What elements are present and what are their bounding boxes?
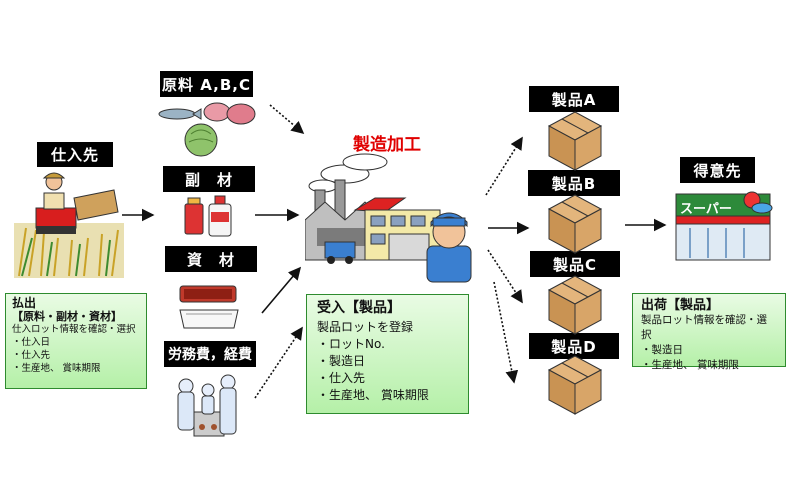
payout-subtitle: 【原料・副材・資材】 bbox=[12, 310, 122, 323]
raw-ingredients-illustration bbox=[158, 102, 256, 157]
farmer-harvest-illustration bbox=[14, 172, 124, 278]
product-d-label: 製品D bbox=[529, 333, 619, 359]
factory-illustration bbox=[305, 153, 472, 283]
arrow-factory-to-D bbox=[493, 281, 519, 384]
receive-info-box: 受入【製品】 製品ロットを登録 ・ロットNo. ・製造日 ・仕入先 ・生産地、 … bbox=[306, 294, 469, 414]
payout-item: ・仕入日 bbox=[12, 337, 51, 348]
raw-material-label: 原料 A,B,C bbox=[160, 71, 253, 97]
receive-item: ・製造日 bbox=[317, 354, 366, 368]
payout-info-box: 払出 【原料・副材・資材】 仕入ロット情報を確認・選択 ・仕入日 ・仕入先 ・生… bbox=[5, 293, 147, 389]
arrow-raw-to-factory bbox=[269, 104, 305, 135]
ship-title: 出荷【製品】 bbox=[641, 298, 720, 313]
product-b-label: 製品B bbox=[528, 170, 620, 196]
supplier-label: 仕入先 bbox=[37, 142, 113, 167]
receive-item: ・仕入先 bbox=[317, 371, 366, 385]
receive-item: ・ロットNo. bbox=[317, 337, 385, 351]
packaging-material-label: 資 材 bbox=[165, 246, 257, 272]
ship-info-box: 出荷【製品】 製品ロット情報を確認・選択 ・製造日 ・生産地、 賞味期限 bbox=[632, 293, 786, 371]
box-icon-d bbox=[548, 355, 602, 415]
arrow-factory-to-A bbox=[485, 136, 523, 196]
receive-title: 受入【製品】 bbox=[317, 300, 401, 316]
ship-item: ・製造日 bbox=[641, 344, 683, 356]
box-icon-c bbox=[548, 275, 602, 335]
supermarket-illustration bbox=[675, 191, 773, 261]
box-icon-a bbox=[548, 111, 602, 171]
arrow-mat-to-factory bbox=[261, 266, 302, 314]
ship-desc: 製品ロット情報を確認・選択 bbox=[641, 314, 767, 341]
product-c-label: 製品C bbox=[530, 251, 620, 277]
box-icon-b bbox=[548, 194, 602, 254]
receive-desc: 製品ロットを登録 bbox=[317, 320, 414, 334]
payout-item: ・生産地、 賞味期限 bbox=[12, 363, 101, 374]
ship-item: ・生産地、 賞味期限 bbox=[641, 359, 739, 371]
payout-title: 払出 bbox=[12, 296, 37, 310]
condiment-bottles-illustration bbox=[184, 195, 232, 237]
labor-cost-label: 労務費，経費 bbox=[164, 341, 256, 367]
payout-desc: 仕入ロット情報を確認・選択 bbox=[12, 324, 136, 335]
food-trays-illustration bbox=[179, 285, 239, 329]
factory-title: 製造加工 bbox=[353, 135, 421, 155]
store-sign: スーパー bbox=[680, 202, 732, 217]
product-a-label: 製品A bbox=[529, 86, 619, 112]
customer-label: 得意先 bbox=[680, 157, 755, 183]
factory-workers-illustration bbox=[177, 374, 237, 437]
sub-material-label: 副 材 bbox=[163, 166, 255, 192]
receive-item: ・生産地、 賞味期限 bbox=[317, 388, 429, 402]
payout-item: ・仕入先 bbox=[12, 350, 51, 361]
